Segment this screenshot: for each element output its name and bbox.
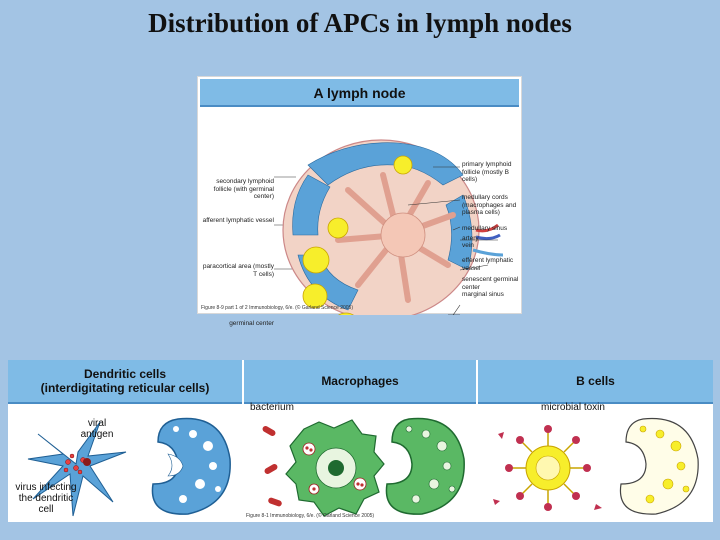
lymph-node-caption: Figure 8-9 part 1 of 2 Immunobiology, 6/… [201, 305, 354, 311]
label-virus-infecting: virus infecting the dendritic cell [15, 482, 77, 515]
label-senescent-center: senescent germinal center [462, 276, 519, 291]
macrophage-diagram [262, 417, 465, 517]
label-bacterium: bacterium [250, 402, 294, 413]
macrophage-header: Macrophages [244, 360, 476, 404]
label-germinal-center: germinal center [229, 320, 274, 327]
panel-b-cells: B cells [478, 360, 713, 522]
lymph-node-header: A lymph node [200, 79, 519, 107]
label-paracortical: paracortical area (mostly T cells) [202, 263, 274, 278]
dendritic-header: Dendritic cells (interdigitating reticul… [8, 360, 242, 404]
panel-macrophages: Macrophages [244, 360, 478, 522]
label-medullary-cords: medullary cords (macrophages and plasma … [462, 194, 517, 216]
b-cell-header-title: B cells [576, 374, 615, 388]
b-cell-diagram [493, 417, 699, 515]
b-cell-header: B cells [478, 360, 713, 404]
lymph-node-diagram [274, 139, 504, 315]
label-vein: vein [462, 242, 474, 249]
label-afferent-vessel: afferent lymphatic vessel [202, 217, 274, 224]
label-medullary-sinus: medullary sinus [462, 225, 508, 232]
bottom-caption: Figure 8-1 Immunobiology, 6/e. (© Garlan… [246, 513, 375, 519]
label-microbial-toxin: microbial toxin [541, 402, 605, 413]
label-secondary-follicle: secondary lymphoid follicle (with germin… [213, 178, 274, 200]
label-marginal-sinus: marginal sinus [462, 291, 504, 298]
dendritic-header-subtitle: (interdigitating reticular cells) [40, 381, 210, 395]
apc-types-figure: Dendritic cells (interdigitating reticul… [8, 360, 713, 522]
label-artery: artery [462, 235, 479, 242]
follicle [327, 217, 349, 239]
panel-dendritic-cells: Dendritic cells (interdigitating reticul… [8, 360, 244, 522]
slide-title: Distribution of APCs in lymph nodes [148, 8, 572, 38]
label-primary-follicle: primary lymphoid follicle (mostly B cell… [462, 161, 512, 183]
label-viral-antigen: viral antigen [80, 418, 114, 440]
label-efferent-vessel: efferent lymphatic vessel [462, 257, 514, 272]
dendritic-diagram [27, 417, 231, 517]
lymph-node-figure: A lymph node [197, 76, 522, 327]
macrophage-header-title: Macrophages [321, 374, 399, 388]
dendritic-header-title: Dendritic cells [83, 367, 167, 381]
